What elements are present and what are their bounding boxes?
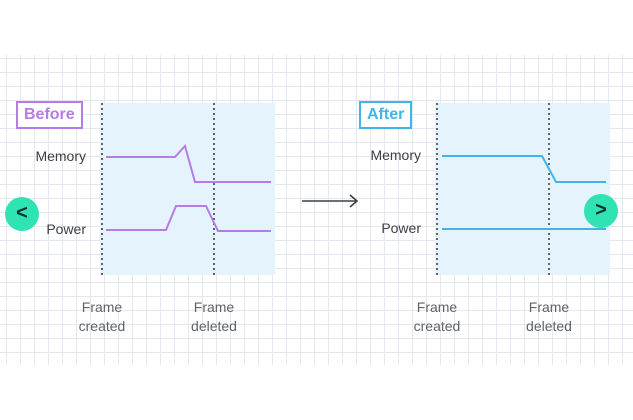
after-frame-deleted-line2: deleted <box>526 318 572 334</box>
before-power-label: Power <box>46 221 86 237</box>
after-frame-created-line1: Frame <box>416 299 458 315</box>
chevron-left-icon: < <box>16 202 28 224</box>
after-memory-label: Memory <box>370 147 421 163</box>
after-frame-created-line2: created <box>413 318 461 334</box>
after-memory-line <box>442 155 606 183</box>
before-power-line <box>106 205 271 232</box>
after-frame-deleted-line1: Frame <box>528 299 570 315</box>
before-memory-label: Memory <box>35 148 86 164</box>
after-badge: After <box>359 101 413 129</box>
previous-button[interactable]: < <box>5 197 39 231</box>
before-panel-background <box>100 103 275 275</box>
before-frame-deleted-line2: deleted <box>191 318 237 334</box>
diagram-stage: Before After Memory Power Memory Power F… <box>0 55 633 365</box>
next-button[interactable]: > <box>584 194 618 228</box>
before-frame-deleted-label: Frame deleted <box>179 298 249 336</box>
after-frame-deleted-label: Frame deleted <box>514 298 584 336</box>
before-frame-created-label: Frame created <box>67 298 137 336</box>
after-frame-created-label: Frame created <box>402 298 472 336</box>
right-arrow-icon <box>302 194 359 208</box>
before-frame-deleted-line1: Frame <box>193 299 235 315</box>
before-badge: Before <box>16 101 83 129</box>
before-frame-created-line1: Frame <box>81 299 123 315</box>
before-memory-line <box>106 143 271 183</box>
after-power-label: Power <box>381 220 421 236</box>
after-panel-background <box>435 103 610 275</box>
chevron-right-icon: > <box>595 199 607 221</box>
diagram-canvas <box>100 103 610 277</box>
before-frame-created-line2: created <box>78 318 126 334</box>
